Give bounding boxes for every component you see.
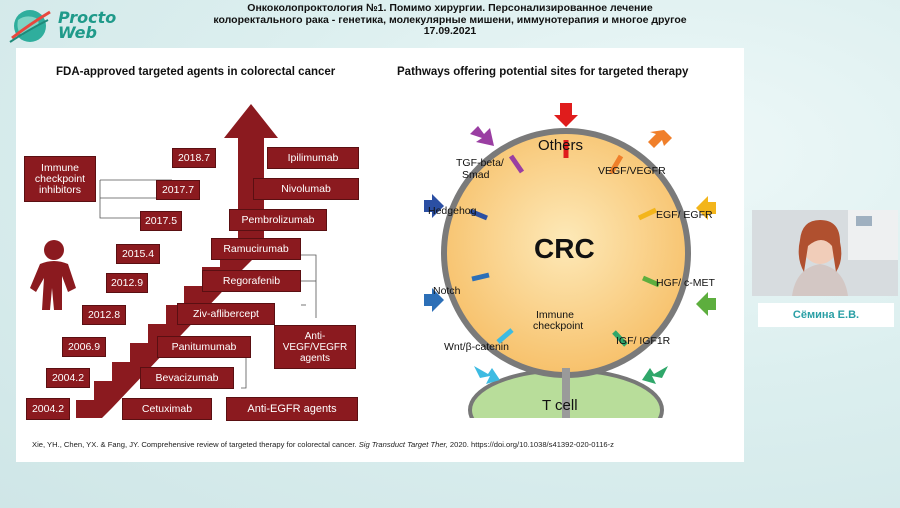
drug-nivolumab: Nivolumab: [253, 178, 359, 200]
drug-pembrolizumab: Pembrolizumab: [229, 209, 327, 231]
citation: Xie, YH., Chen, YX. & Fang, JY. Comprehe…: [32, 440, 614, 449]
anti-egfr-label: Anti-EGFR agents: [226, 397, 358, 421]
broadcast-header: Онкоколопроктология №1. Помимо хирургии.…: [213, 2, 687, 37]
pathway-tgf: TGF-beta/: [456, 157, 504, 169]
year-2006-9: 2006.9: [62, 337, 106, 357]
year-2012-8: 2012.8: [82, 305, 126, 325]
connector-lines: [99, 179, 317, 389]
immune-checkpoint-pathway: Immune: [536, 309, 574, 321]
year-2012-9: 2012.9: [106, 273, 148, 293]
pathway-vegf: VEGF/VEGFR: [598, 165, 666, 177]
speaker-name: Сёмина Е.В.: [758, 303, 894, 327]
pathway-hgf: HGF/ c-MET: [656, 277, 715, 289]
drug-ramucirumab: Ramucirumab: [211, 238, 301, 260]
anti-vegf-label: Anti-VEGF/VEGFR agents: [274, 325, 356, 369]
staircase-figure: [30, 104, 317, 418]
pathway-others: Others: [538, 137, 584, 154]
year-2015-4: 2015.4: [116, 244, 160, 264]
pathway-markers: [469, 140, 661, 347]
immune-checkpoint-label: Immune checkpoint inhibitors: [24, 156, 96, 202]
person-icon: [30, 240, 76, 310]
drug-regorafenib: Regorafenib: [202, 270, 301, 292]
left-panel-title: FDA-approved targeted agents in colorect…: [56, 66, 336, 78]
drug-ipilimumab: Ipilimumab: [267, 147, 359, 169]
speaker-image: [752, 210, 898, 296]
immune-checkpoint-pathway-2: checkpoint: [533, 320, 584, 332]
pathway-smad: Smad: [462, 169, 490, 181]
drug-ziv-aflibercept: Ziv-aflibercept: [177, 303, 275, 325]
t-cell-label: T cell: [542, 397, 578, 414]
drug-panitumumab: Panitumumab: [157, 336, 251, 358]
drug-cetuximab: Cetuximab: [122, 398, 212, 420]
pathway-hedgehog: Hedgehog: [428, 205, 477, 217]
pathways-diagram: [424, 103, 716, 418]
year-2017-5: 2017.5: [140, 211, 182, 231]
year-2004-2b: 2004.2: [26, 398, 70, 420]
globe-icon: [9, 10, 51, 43]
pathway-wnt: Wnt/β-catenin: [444, 341, 509, 353]
year-2004-2a: 2004.2: [46, 368, 90, 388]
year-2017-7: 2017.7: [156, 180, 200, 200]
speaker-video: [752, 210, 898, 296]
right-panel-title: Pathways offering potential sites for ta…: [397, 66, 689, 78]
pathway-notch: Notch: [433, 285, 461, 297]
year-2018-7: 2018.7: [172, 148, 216, 168]
crc-label: CRC: [534, 233, 595, 264]
pathway-igf: IGF/ IGF1R: [616, 335, 671, 347]
pathway-arrows: [424, 103, 716, 384]
pathway-egf: EGF/ EGFR: [656, 209, 713, 221]
staircase-arrow: [76, 104, 278, 418]
presentation-slide: FDA-approved targeted agents in colorect…: [16, 48, 744, 462]
drug-bevacizumab: Bevacizumab: [140, 367, 234, 389]
